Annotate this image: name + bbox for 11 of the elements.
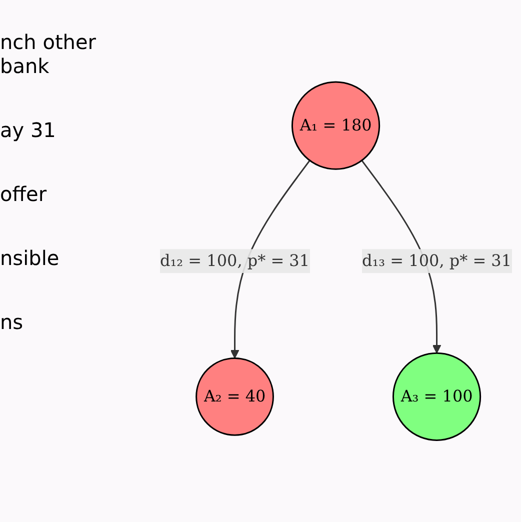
- edge-label: d₁₃ = 100, p* = 31: [362, 251, 512, 270]
- slide-text: offer: [0, 182, 48, 206]
- slide-text: nch other bank: [0, 30, 97, 78]
- edge-label: d₁₂ = 100, p* = 31: [160, 251, 310, 270]
- slide-text: nsible: [0, 246, 60, 270]
- node-circle: A₂ = 40: [195, 357, 274, 436]
- node-circle: A₃ = 100: [392, 352, 481, 441]
- arrow: [360, 160, 441, 354]
- slide-text: ay 31: [0, 118, 57, 142]
- node-circle: A₁ = 180: [291, 81, 380, 170]
- slide-text: ns: [0, 310, 24, 334]
